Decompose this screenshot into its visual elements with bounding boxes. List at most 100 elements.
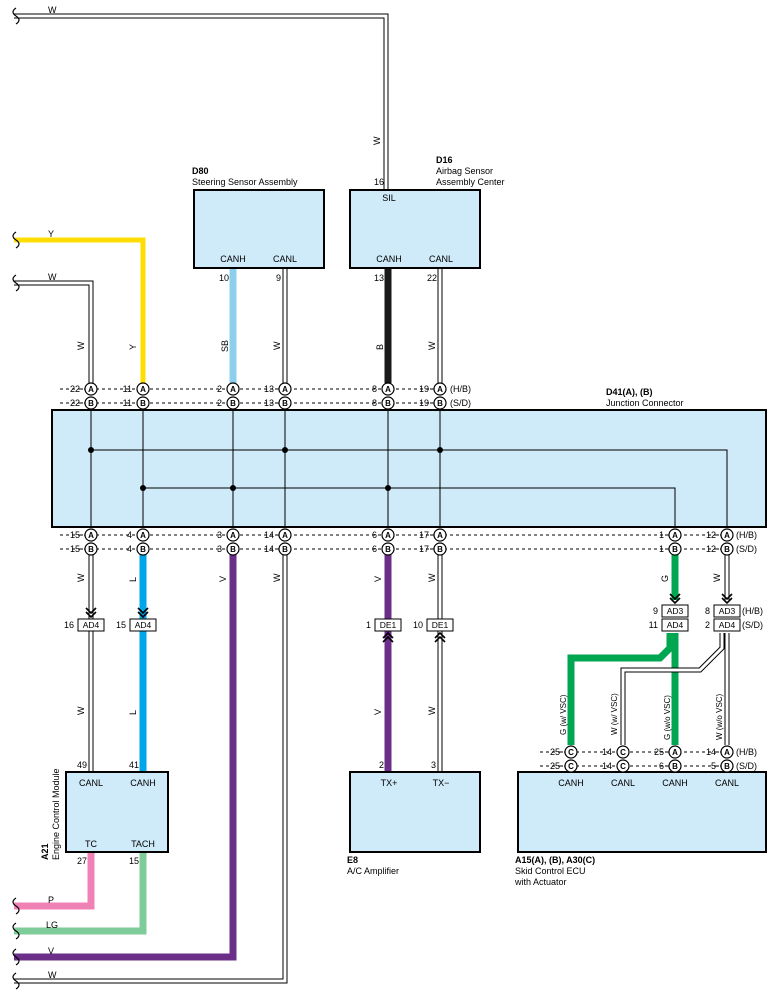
svg-text:DE1: DE1 (380, 620, 397, 630)
connector-ad4: AD4 (129, 618, 157, 632)
skid-pin-sd: C14 (602, 759, 630, 773)
junction-pin-b-bottom: B4 (127, 542, 150, 556)
lbl-g-novsc: G (w/o VSC) (663, 695, 672, 740)
lbl-w-2: W (272, 341, 282, 350)
pin-number: 14 (264, 544, 274, 554)
pin-number: 14 (602, 761, 612, 771)
d80-pin-canh: CANH (220, 254, 246, 264)
pin-number: 8 (705, 606, 710, 616)
pin-number: 9 (653, 606, 658, 616)
pin-number: 6 (659, 761, 664, 771)
pin-number: 13 (264, 398, 274, 408)
skid-pin-sd: B5 (711, 759, 734, 773)
lbl-lg: LG (46, 920, 58, 930)
junction-pin-b-bottom: B12 (706, 542, 734, 556)
junction-pin-a-top: A19 (419, 382, 447, 396)
pin-letter: B (140, 399, 146, 408)
a15-name2: with Actuator (514, 877, 567, 887)
svg-text:AD4: AD4 (135, 620, 152, 630)
pin-number: 22 (70, 384, 80, 394)
svg-text:AD4: AD4 (83, 620, 100, 630)
junction-pin-b-top: B19 (419, 396, 447, 410)
pin-letter: B (282, 545, 288, 554)
chevron-up-icon (382, 631, 394, 643)
pin-letter: A (230, 531, 236, 540)
skid-pin-hb: C14 (602, 745, 630, 759)
pin-number: 1 (659, 530, 664, 540)
lbl-v-1: V (218, 576, 228, 582)
pin-number: 19 (419, 398, 429, 408)
pin-number: 1 (659, 544, 664, 554)
junction-pin-b-top: B22 (70, 396, 98, 410)
d16-pin-canl: CANL (429, 254, 453, 264)
pin-number: 4 (127, 530, 132, 540)
pin-number: 4 (127, 544, 132, 554)
chevron-down-icon (137, 607, 149, 619)
pin-number: 15 (70, 544, 80, 554)
wire-breaks (12, 7, 20, 990)
pin-number: 5 (711, 761, 716, 771)
lbl-w-7: W (712, 573, 722, 582)
pin-number: 11 (649, 620, 658, 630)
a21-pin-canl: CANL (79, 778, 103, 788)
label-hb-bottom: (H/B) (736, 530, 757, 540)
lbl-w-vsc: W (w/ VSC) (610, 693, 619, 735)
connector-ad4: AD4 (661, 618, 689, 632)
pin-letter: B (88, 545, 94, 554)
pin-number: 14 (264, 530, 274, 540)
wire-lg (14, 852, 147, 935)
junction-pin-a-bottom: A15 (70, 528, 98, 542)
pin-letter: B (140, 545, 146, 554)
pin-letter: B (672, 545, 678, 554)
junction-pin-a-bottom: A12 (706, 528, 734, 542)
pin-number: 11 (123, 384, 132, 394)
a21-id: A21 (40, 843, 50, 860)
junction-pin-a-bottom: A1 (659, 528, 682, 542)
pin-number: 10 (413, 620, 423, 630)
junction-pin-a-bottom: A17 (419, 528, 447, 542)
skid-pin-sd: C25 (550, 759, 578, 773)
lbl-p: P (48, 895, 54, 905)
pin-letter: B (230, 545, 236, 554)
e8-pin-txm-no: 3 (431, 760, 436, 770)
pin-number: 3 (217, 544, 222, 554)
a15-id: A15(A), (B), A30(C) (515, 855, 595, 865)
d16-id: D16 (436, 155, 453, 165)
d16-pin-canl-no: 22 (427, 273, 437, 283)
wire-y (14, 237, 146, 383)
pin-number: 3 (217, 530, 222, 540)
a15-name1: Skid Control ECU (515, 866, 586, 876)
lbl-w-bottom: W (48, 970, 57, 980)
e8-pin-txp: TX+ (381, 778, 398, 788)
junction-pin-b-top: B11 (123, 396, 150, 410)
svg-text:DE1: DE1 (432, 620, 449, 630)
pin-letter: C (568, 748, 574, 757)
pin-letter: A (724, 748, 730, 757)
skid-pin-hb: A25 (654, 745, 682, 759)
junction-pin-a-top: A 22 (70, 382, 98, 396)
pin-letter: B (385, 545, 391, 554)
d16-pin-canh-no: 13 (374, 273, 384, 283)
lbl-y: Y (48, 229, 54, 239)
d16-name2: Assembly Center (436, 177, 505, 187)
label-sd-top: (S/D) (450, 398, 471, 408)
pin-number: 6 (372, 544, 377, 554)
a15-pin-1: CANH (558, 778, 584, 788)
pin-letter: A (88, 385, 94, 394)
lbl-v-bottom: V (48, 946, 54, 956)
pin-letter: B (724, 762, 730, 771)
junction-pin-b-bottom: B 15 (70, 542, 98, 556)
connector-ad3: AD3 (713, 604, 741, 618)
e8-pin-txm: TX− (433, 778, 450, 788)
pin-number: 12 (706, 530, 716, 540)
pin-number: 25 (654, 747, 664, 757)
wire-v-long (14, 554, 237, 961)
lbl-w-top: W (48, 5, 57, 15)
lbl-w-5: W (272, 573, 282, 582)
connector-de1: DE1 (374, 618, 402, 632)
pin-letter: A (88, 531, 94, 540)
a21-pin-canh: CANH (130, 778, 156, 788)
junction-pin-a-bottom: A4 (127, 528, 150, 542)
lbl-v-3: V (373, 709, 383, 715)
